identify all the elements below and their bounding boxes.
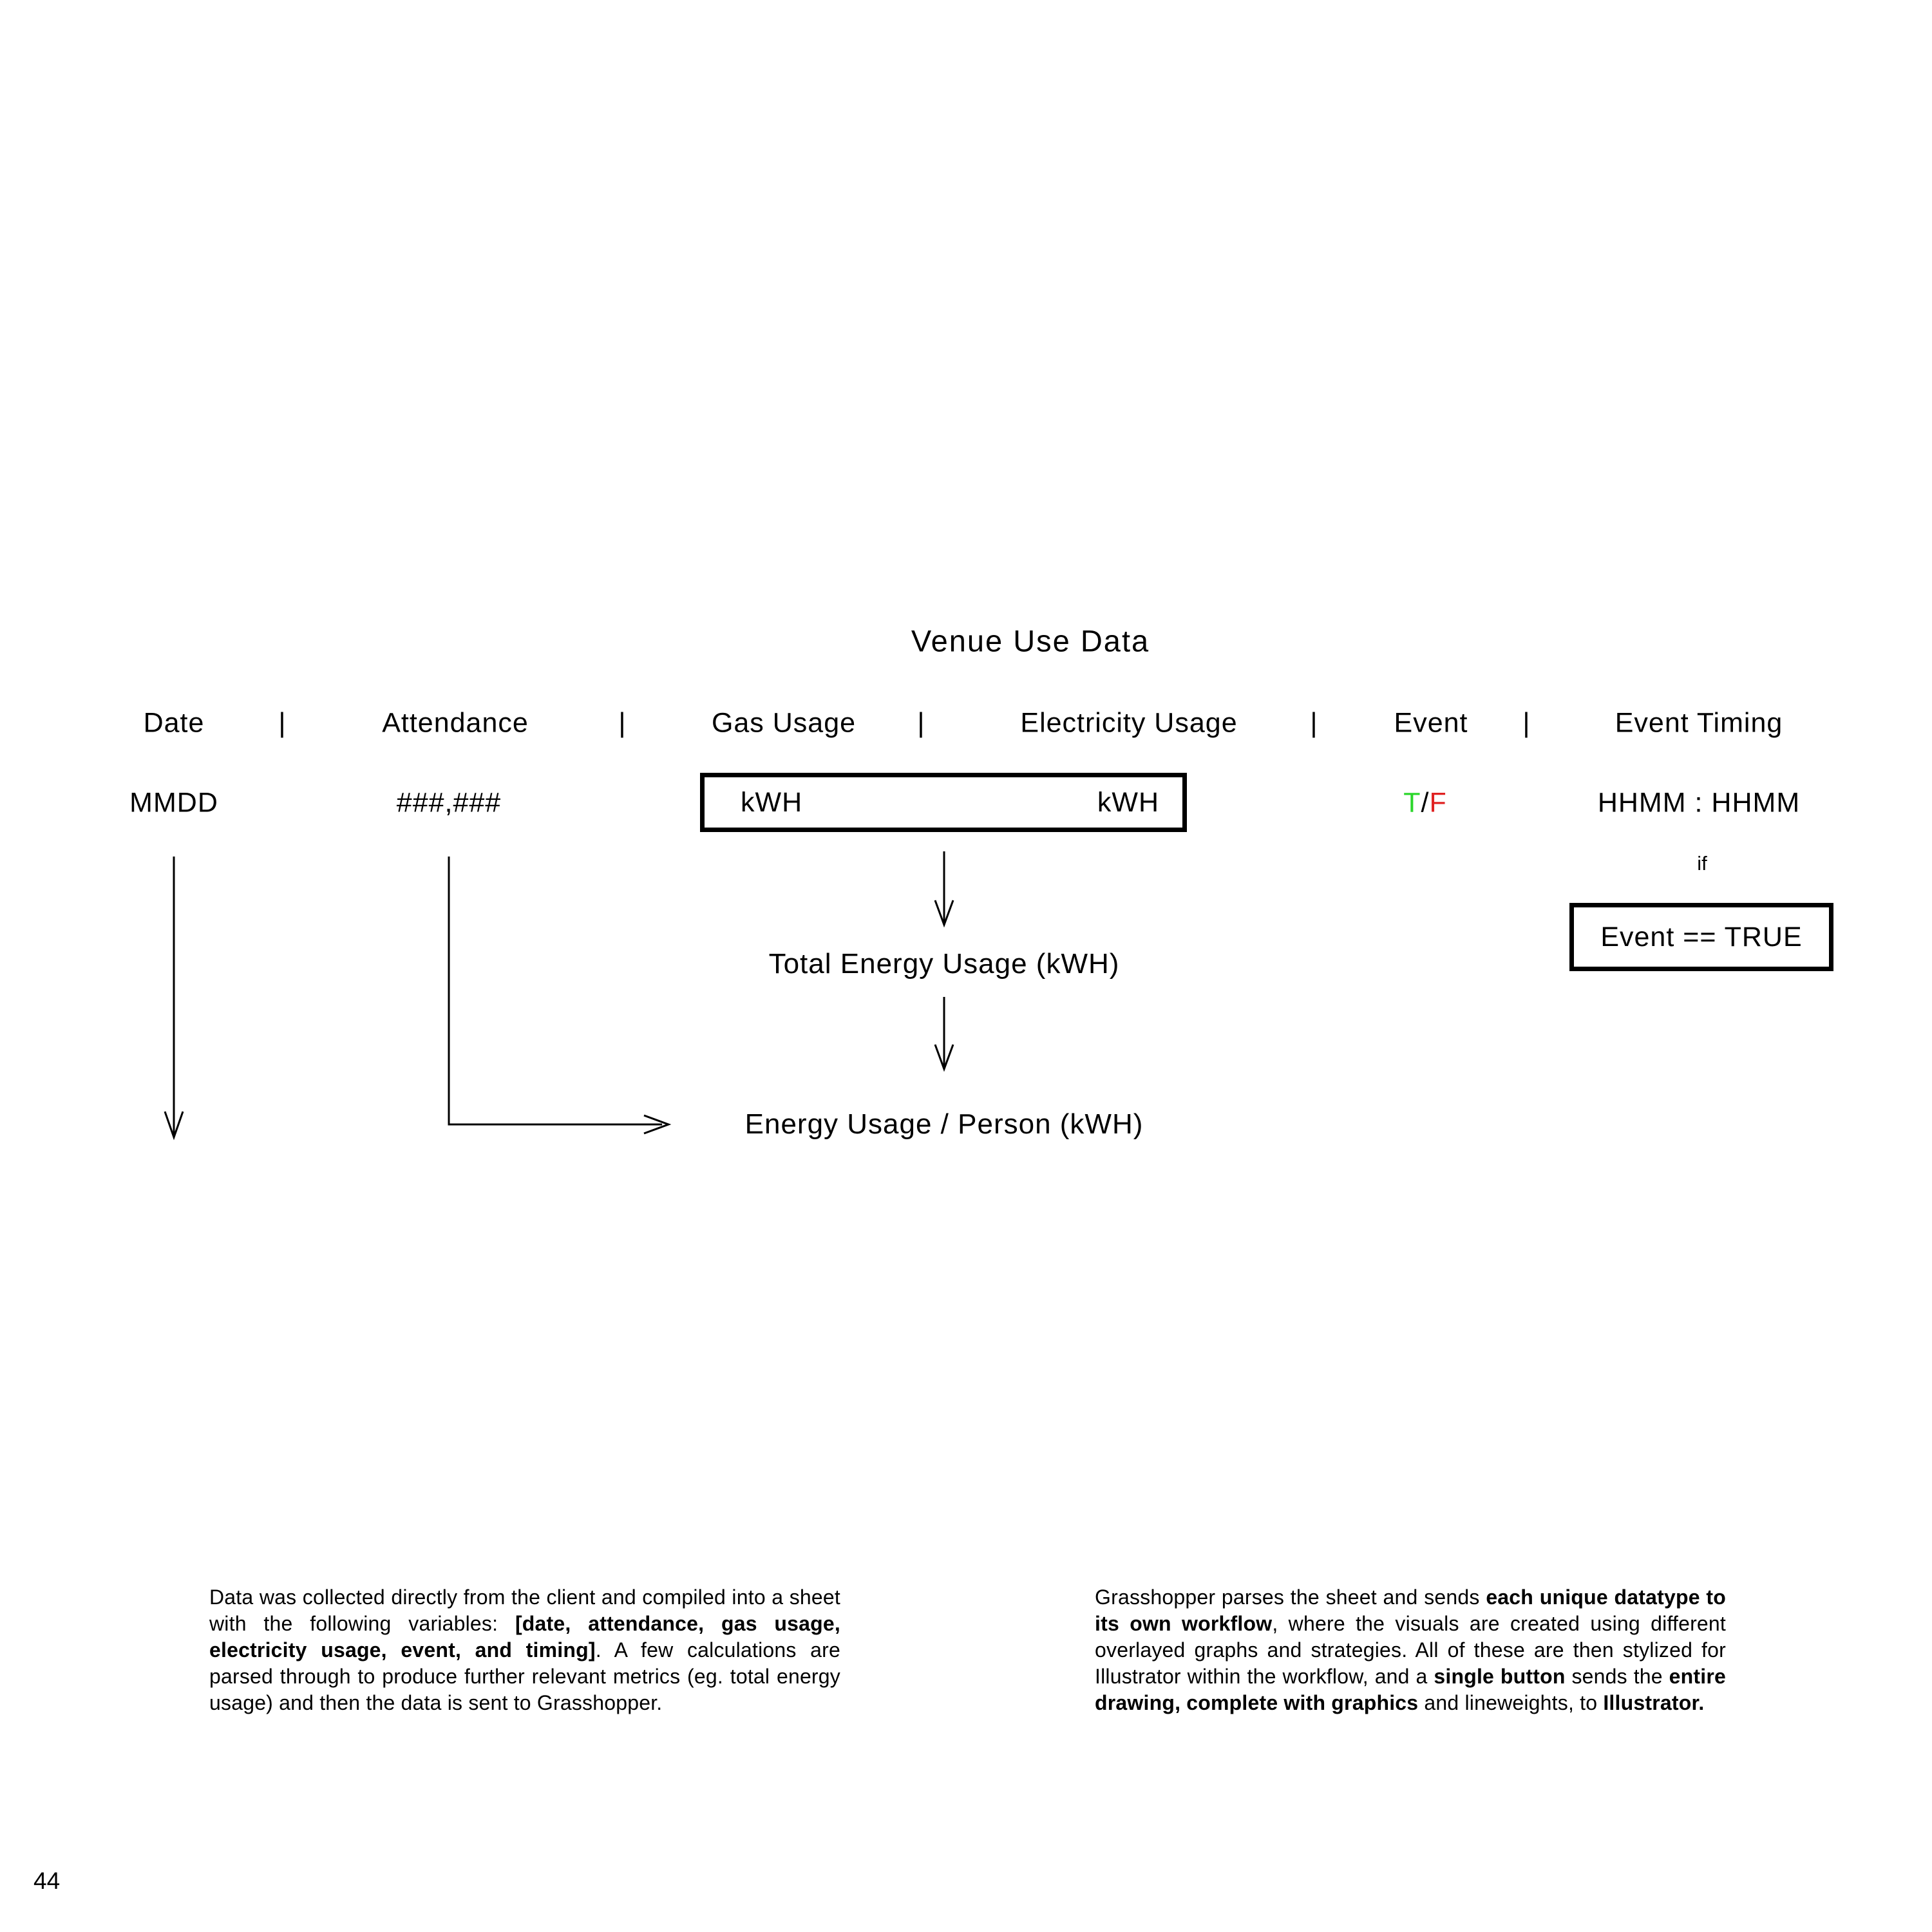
total-energy-label: Total Energy Usage (kWH) [768, 948, 1120, 980]
column-separator: | [1522, 707, 1530, 739]
column-header-gas-usage: Gas Usage [711, 707, 857, 739]
per-person-arrow-head [934, 1044, 954, 1072]
column-separator: | [1310, 707, 1318, 739]
value-gas-unit: kWH [741, 786, 803, 818]
if-label: if [1697, 852, 1707, 875]
energy-per-person-label: Energy Usage / Person (kWH) [744, 1108, 1144, 1140]
event-true-flag: T [1403, 787, 1421, 819]
event-true-condition-box: Event == TRUE [1569, 903, 1833, 971]
value-event-flags: T/F [1403, 788, 1447, 819]
total-energy-arrow-head [934, 900, 954, 928]
event-false-flag: F [1429, 787, 1447, 819]
energy-units-box: kWH kWH [700, 773, 1187, 832]
date-flow-arrow-head [164, 1111, 184, 1141]
right-description-paragraph: Grasshopper parses the sheet and sends e… [1095, 1586, 1727, 1714]
value-attendance-format: ###,### [396, 787, 502, 819]
column-separator: | [618, 707, 626, 739]
column-header-event-timing: Event Timing [1615, 707, 1783, 739]
column-header-electricity-usage: Electricity Usage [1020, 707, 1238, 739]
column-header-event: Event [1394, 707, 1468, 739]
page-number: 44 [33, 1868, 61, 1894]
attendance-flow-connector-line [448, 857, 662, 1126]
value-timing-format: HHMM : HHMM [1597, 787, 1801, 819]
attendance-flow-arrow-head [643, 1114, 672, 1135]
left-description-paragraph: Data was collected directly from the cli… [209, 1586, 841, 1714]
value-date-format: MMDD [129, 787, 218, 819]
event-true-condition-label: Event == TRUE [1600, 921, 1803, 952]
column-header-date: Date [143, 707, 205, 739]
value-electricity-unit: kWH [1097, 786, 1159, 818]
column-separator: | [278, 707, 286, 739]
diagram-title: Venue Use Data [911, 623, 1150, 658]
column-separator: | [917, 707, 925, 739]
event-flag-slash: / [1421, 787, 1430, 819]
column-header-attendance: Attendance [382, 707, 529, 739]
